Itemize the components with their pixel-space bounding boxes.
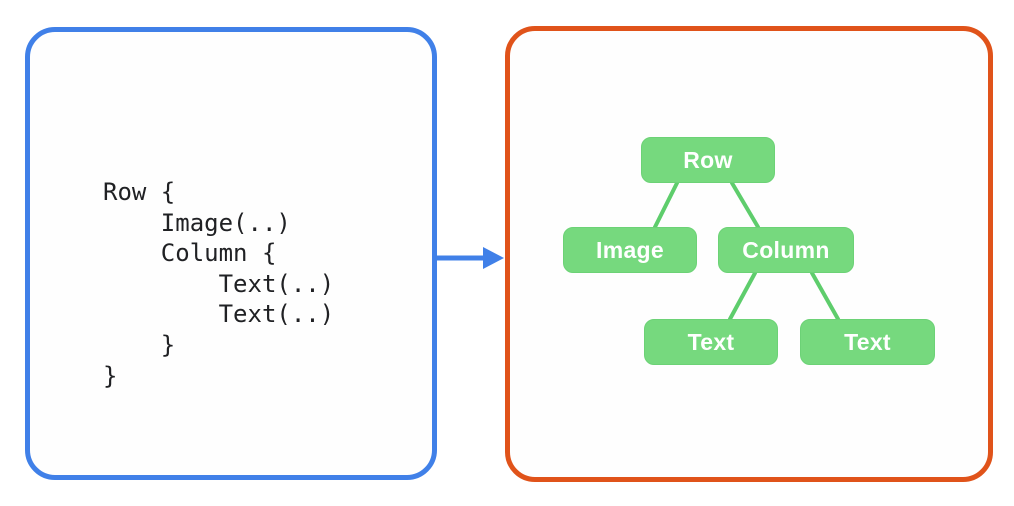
- tree-node-label: Text: [687, 328, 735, 355]
- code-snippet: Row { Image(..) Column { Text(..) Text(.…: [103, 178, 335, 390]
- tree-node-text-right: Text: [800, 319, 935, 365]
- code-panel: Row { Image(..) Column { Text(..) Text(.…: [25, 27, 437, 480]
- edge-row-image: [653, 181, 679, 229]
- tree-node-label: Text: [844, 328, 891, 355]
- tree-node-row: Row: [641, 137, 775, 183]
- tree-edges: [653, 181, 840, 321]
- tree-node-label: Row: [683, 146, 733, 173]
- tree-node-label: Column: [742, 236, 830, 263]
- edge-row-column: [730, 181, 760, 229]
- edge-column-text-left: [728, 271, 757, 321]
- tree-node-image: Image: [563, 227, 697, 273]
- right-arrow-icon: [437, 247, 504, 269]
- arrow-head: [483, 247, 504, 269]
- tree-node-text-left: Text: [644, 319, 778, 365]
- edge-column-text-right: [810, 271, 840, 321]
- tree-node-column: Column: [718, 227, 854, 273]
- tree-node-label: Image: [596, 236, 664, 263]
